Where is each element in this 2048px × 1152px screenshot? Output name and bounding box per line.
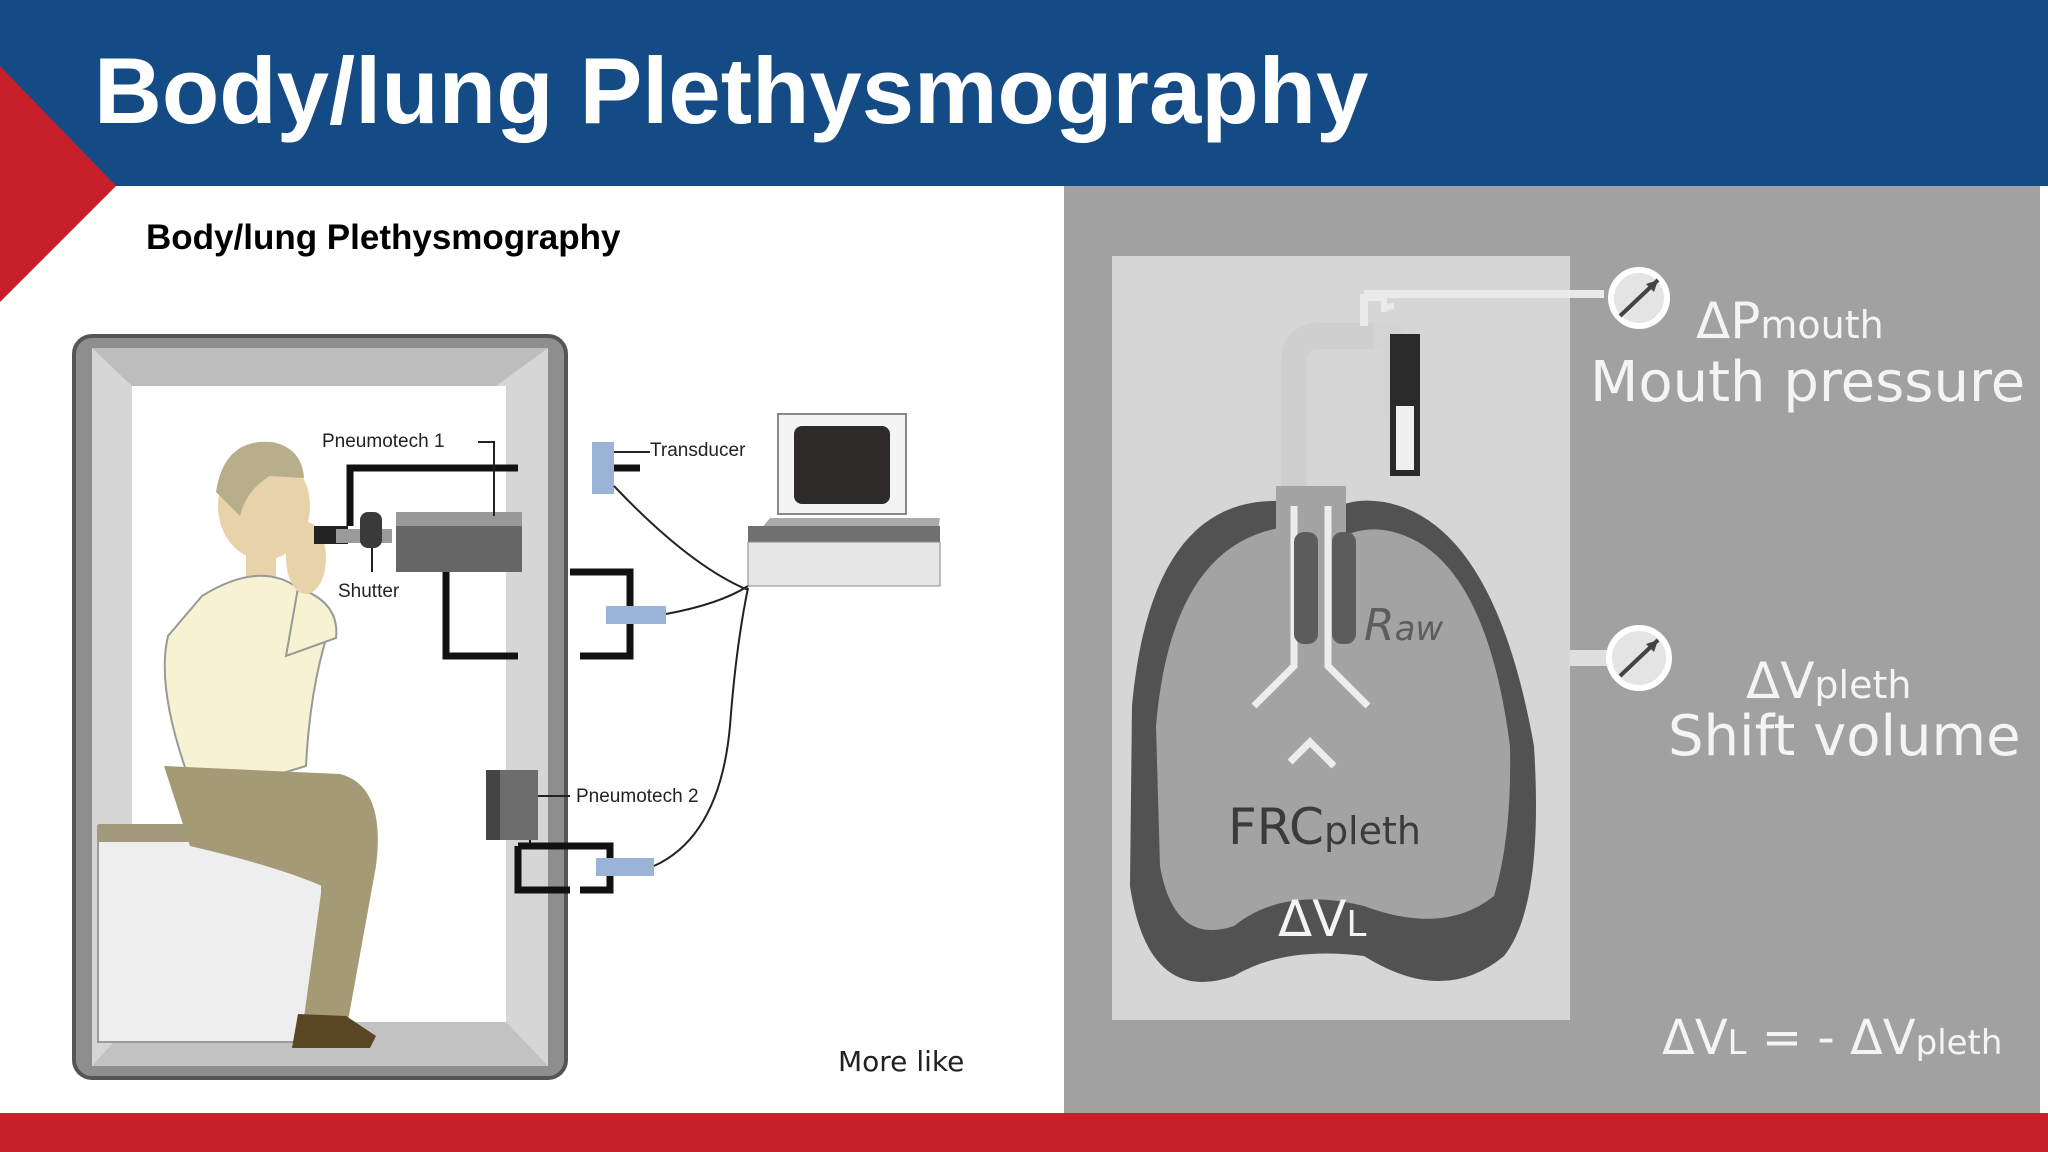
transducer-label: Transducer [650, 440, 746, 461]
delta-vl-label: ΔVL [1278, 890, 1367, 948]
shutter-label: Shutter [338, 581, 400, 602]
more-like-label: More like [838, 1045, 965, 1078]
lung-diagram [1112, 256, 1672, 1020]
body-box-illustration [72, 334, 941, 1080]
mouth-pressure-label: Mouth pressure [1590, 350, 2026, 415]
frc-pleth-label: FRCpleth [1228, 798, 1421, 856]
page-title: Body/lung Plethysmography [94, 38, 1369, 143]
delta-p-mouth-label: ΔPmouth [1696, 292, 1884, 350]
title-bar [0, 0, 2048, 186]
shift-volume-label: Shift volume [1668, 704, 2021, 769]
raw-label: Raw [1364, 600, 1444, 651]
more-like-button[interactable]: More like [808, 1015, 968, 1105]
delta-v-pleth-label: ΔVpleth [1746, 652, 1912, 710]
subtitle: Body/lung Plethysmography [146, 218, 621, 257]
volume-equation: ΔVL = - ΔVpleth [1662, 1010, 2003, 1066]
footer-bar [0, 1113, 2048, 1152]
red-accent-triangle [0, 66, 116, 302]
pneumotech2-label: Pneumotech 2 [576, 786, 699, 807]
pneumotech1-label: Pneumotech 1 [322, 431, 445, 452]
